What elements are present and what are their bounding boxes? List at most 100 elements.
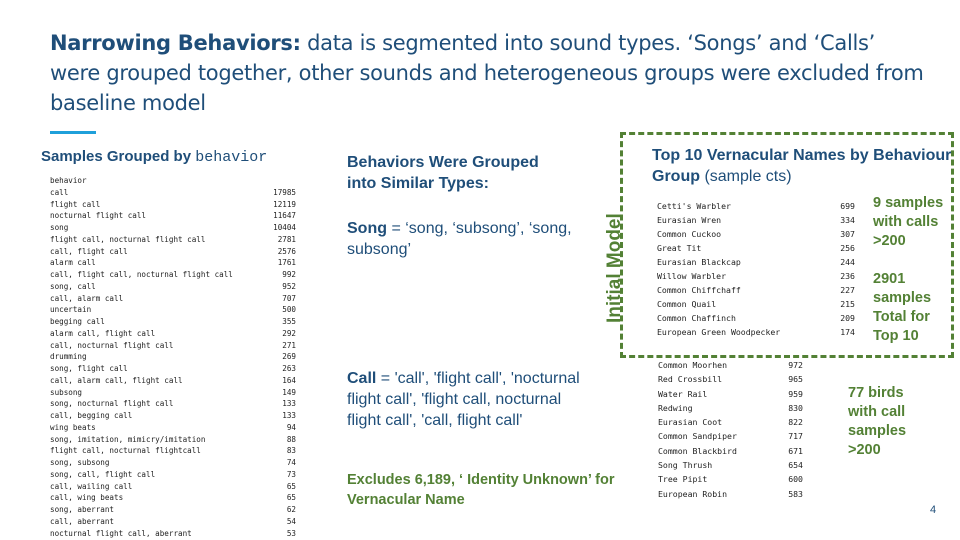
row-label: song, imitation, mimicry/imitation <box>50 434 206 444</box>
note-77-birds: 77 birds with call samples >200 <box>848 385 907 458</box>
row-count: 244 <box>840 257 855 267</box>
slide-title: Narrowing Behaviors: data is segmented i… <box>50 28 930 118</box>
title-bold: Narrowing Behaviors: <box>50 31 301 55</box>
row-count: 600 <box>788 474 803 485</box>
row-label: Common Blackbird <box>658 445 737 456</box>
row-count: 10404 <box>273 223 296 232</box>
row-count: 2781 <box>277 234 296 244</box>
row-label: call, wing beats <box>50 493 124 503</box>
row-label: nocturnal flight call <box>50 211 147 221</box>
row-count: 133 <box>282 411 296 420</box>
table-row: uncertain 500 <box>50 304 296 316</box>
row-label: call <box>50 187 69 197</box>
row-count: 236 <box>840 271 855 281</box>
row-count: 215 <box>840 299 855 309</box>
note-9-samples: 9 samples with calls >200 <box>873 195 944 249</box>
grouping-heading: Behaviors Were Grouped into Similar Type… <box>347 154 539 192</box>
row-label: Common Moorhen <box>658 360 728 370</box>
title-rest: data is segmented into sound types. ‘Son… <box>50 31 924 115</box>
row-count: 74 <box>286 458 296 467</box>
row-label: alarm call, flight call <box>50 328 156 338</box>
row-label: European Green Woodpecker <box>657 327 781 337</box>
row-count: 583 <box>788 488 803 499</box>
table-row: call, flight call, nocturnal flight call… <box>50 269 296 281</box>
row-count: 11647 <box>273 211 296 221</box>
top10-heading-bold: Top 10 Vernacular Names by Behaviour Gro… <box>652 147 952 185</box>
call-def: = 'call', 'flight call', 'nocturnal flig… <box>347 370 580 429</box>
row-count: 88 <box>286 434 296 444</box>
row-count: 334 <box>840 215 855 225</box>
row-count: 972 <box>788 360 803 370</box>
row-label: Eurasian Wren <box>657 215 722 225</box>
row-count: 263 <box>282 364 296 373</box>
accent-bar <box>50 131 96 134</box>
row-count: 271 <box>282 340 296 350</box>
row-count: 2576 <box>277 246 296 256</box>
top10-heading: Top 10 Vernacular Names by Behaviour Gro… <box>652 145 960 187</box>
row-label: song <box>50 223 69 232</box>
row-count: 174 <box>840 327 855 337</box>
row-label: call, wailing call <box>50 481 133 491</box>
initial-model-box <box>620 132 954 358</box>
row-label: call, alarm call <box>50 293 124 303</box>
row-label: flight call, nocturnal flight call <box>50 234 206 244</box>
table-row: nocturnal flight call 11647 <box>50 210 296 222</box>
row-label: call, flight call <box>50 246 128 256</box>
row-count: 1761 <box>277 258 296 268</box>
table-row: Common Quail 215 <box>657 297 855 311</box>
row-label: song, call, flight call <box>50 469 156 479</box>
row-count: 707 <box>282 293 296 303</box>
row-count: 73 <box>286 469 296 479</box>
row-label: song, aberrant <box>50 505 115 514</box>
row-count: 94 <box>286 422 296 432</box>
table-row: European Green Woodpecker 174 <box>657 325 855 339</box>
column-header: behavior <box>50 175 296 187</box>
row-label: Cetti's Warbler <box>657 201 731 211</box>
initial-model-label: Initial Model <box>604 213 625 323</box>
row-count: 164 <box>282 375 296 385</box>
row-count: 65 <box>286 481 296 491</box>
row-label: Common Cuckoo <box>657 229 722 239</box>
row-count: 256 <box>840 243 855 253</box>
row-label: Common Sandpiper <box>658 431 737 442</box>
table-row: call, alarm call 707 <box>50 293 296 305</box>
row-count: 149 <box>282 387 296 397</box>
row-count: 133 <box>282 399 296 409</box>
row-label: Common Quail <box>657 299 717 309</box>
row-count: 699 <box>840 201 855 211</box>
row-label: uncertain <box>50 305 92 315</box>
row-count: 292 <box>282 328 296 338</box>
row-count: 992 <box>282 270 296 279</box>
row-label: European Robin <box>658 488 728 499</box>
row-count: 62 <box>286 505 296 514</box>
call-definition: Call = 'call', 'flight call', 'nocturnal… <box>347 368 597 431</box>
row-label: flight call <box>50 199 101 209</box>
song-def: = ‘song, ‘subsong’, ‘song, subsong’ <box>347 220 572 258</box>
excludes-note: Excludes 6,189, ‘ Identity Unknown’ for … <box>347 472 615 508</box>
row-label: Song Thrush <box>658 460 713 471</box>
heading-code: behavior <box>195 149 268 166</box>
row-count: 500 <box>282 305 296 315</box>
row-label: Willow Warbler <box>657 271 727 281</box>
table-row: Common Moorhen 972 <box>658 358 803 372</box>
